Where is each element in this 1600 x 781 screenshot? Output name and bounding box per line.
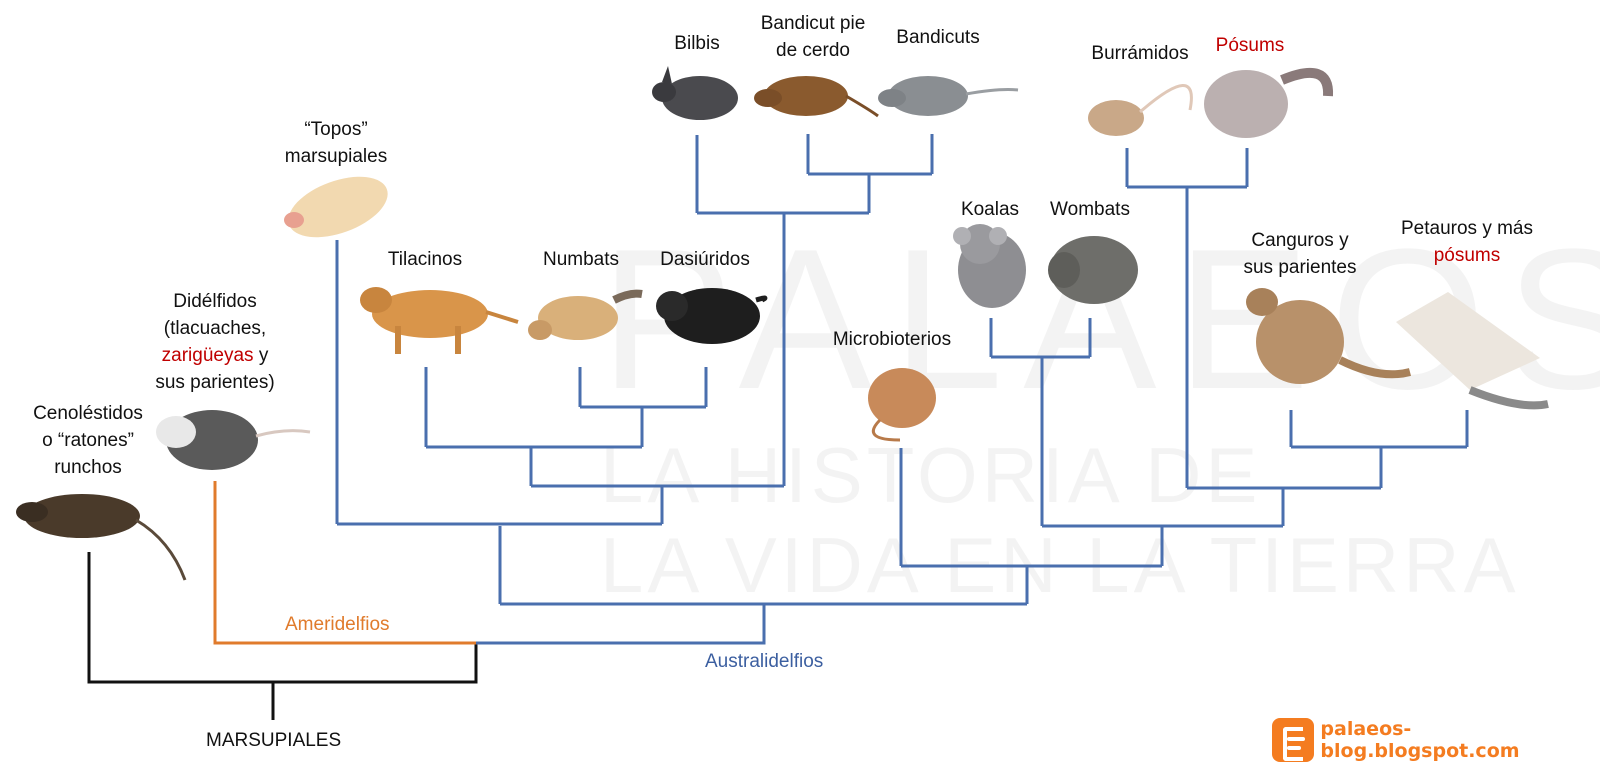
label-koalas: Koalas [945, 196, 1035, 223]
label-cenolestidos: Cenoléstidos o “ratones” runchos [18, 400, 158, 481]
numbat-icon [528, 294, 642, 340]
label-canguros: Canguros y sus parientes [1230, 227, 1370, 281]
label-numbats: Numbats [531, 246, 631, 273]
opossum-icon [156, 410, 310, 470]
glider-icon [1396, 292, 1548, 405]
koala-icon [953, 224, 1026, 308]
pygmy-possum-icon [1088, 85, 1191, 136]
clade-marsupiales: MARSUPIALES [206, 730, 341, 752]
label-burramidos: Burrámidos [1080, 40, 1200, 67]
wombat-icon [1048, 236, 1138, 304]
thylacine-icon [360, 287, 518, 354]
label-didelfidos: Didélfidos (tlacuaches, zarigüeyas y sus… [145, 288, 285, 396]
possum-icon [1204, 70, 1328, 138]
label-dasiuridos: Dasiúridos [650, 246, 760, 273]
pig-footed-bandicoot-icon [754, 76, 878, 116]
root-split [89, 552, 476, 682]
cenolestid-icon [16, 494, 185, 580]
root-branches [89, 552, 476, 720]
label-microbioterios: Microbioterios [822, 326, 962, 353]
label-bandicut-pie: Bandicut pie de cerdo [748, 10, 878, 64]
clade-ameridelfios: Ameridelfios [285, 614, 390, 636]
label-topos: “Topos” marsupiales [276, 116, 396, 170]
label-bilbis: Bilbis [652, 30, 742, 57]
bandicoot-icon [878, 76, 1018, 116]
bilby-icon [652, 66, 738, 120]
label-bandicuts: Bandicuts [883, 24, 993, 51]
blogger-icon [1272, 718, 1314, 762]
australidelphia-stem [476, 604, 764, 643]
label-tilacinos: Tilacinos [375, 246, 475, 273]
brand-link[interactable]: palaeos-blog.blogspot.com [1320, 718, 1600, 762]
kangaroo-icon [1246, 288, 1410, 384]
blog-brand[interactable]: palaeos-blog.blogspot.com [1272, 718, 1600, 762]
marsupial-mole-icon [280, 165, 396, 249]
label-wombats: Wombats [1040, 196, 1140, 223]
clade-australidelfios: Australidelfios [705, 651, 823, 673]
label-posums: Pósums [1200, 32, 1300, 59]
label-petauros: Petauros y más pósums [1392, 215, 1542, 269]
microbiotheria-icon [868, 368, 936, 440]
tasmanian-devil-icon [656, 288, 765, 344]
